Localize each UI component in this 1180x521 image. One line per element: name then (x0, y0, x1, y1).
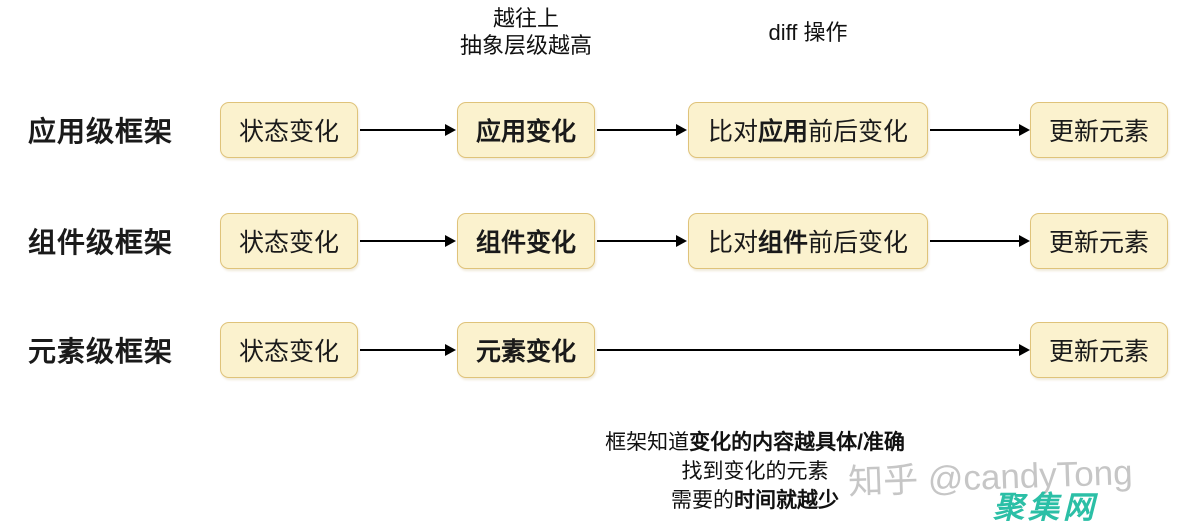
conclusion-line1-bold: 变化的内容越具体/准确 (689, 431, 905, 454)
row-label-element: 元素级框架 (28, 336, 174, 367)
abstraction-note-line1: 越往上 (492, 6, 559, 31)
state-change-box: 状态变化 (220, 322, 358, 378)
diff-component-box: 比对组件前后变化 (688, 213, 928, 269)
state-change-box: 状态变化 (220, 213, 358, 269)
conclusion-line2: 找到变化的元素 (681, 460, 829, 483)
site-logo-watermark: 聚集网 (993, 490, 1098, 521)
diff-box-suffix: 前后变化 (808, 229, 909, 257)
abstraction-note: 越往上 抽象层级越高 (376, 5, 676, 59)
arrow (930, 235, 1030, 247)
update-element-box: 更新元素 (1030, 102, 1168, 158)
diff-box-bold: 应用 (757, 118, 808, 146)
arrow (360, 124, 456, 136)
arrow (597, 124, 687, 136)
diff-box-prefix: 比对 (707, 118, 758, 146)
conclusion-text: 框架知道变化的内容越具体/准确 找到变化的元素 需要的时间就越少 (505, 428, 1005, 515)
arrow (930, 124, 1030, 136)
state-change-box: 状态变化 (220, 102, 358, 158)
app-change-box: 应用变化 (457, 102, 595, 158)
row-label-component: 组件级框架 (28, 227, 174, 258)
diff-box-suffix: 前后变化 (808, 118, 909, 146)
update-element-box: 更新元素 (1030, 213, 1168, 269)
element-change-box: 元素变化 (457, 322, 595, 378)
row-label-application: 应用级框架 (28, 116, 174, 147)
arrow (360, 235, 456, 247)
conclusion-line3-normal: 需要的 (671, 489, 734, 512)
arrow (597, 235, 687, 247)
diff-operation-note: diff 操作 (768, 20, 848, 45)
component-framework-row: 组件级框架 状态变化 组件变化 比对组件前后变化 更新元素 (0, 213, 1180, 269)
element-framework-row: 元素级框架 状态变化 元素变化 更新元素 (0, 322, 1180, 378)
application-framework-row: 应用级框架 状态变化 应用变化 比对应用前后变化 更新元素 (0, 102, 1180, 158)
long-arrow (597, 344, 1030, 356)
diff-box-prefix: 比对 (707, 229, 758, 257)
conclusion-line1-normal: 框架知道 (605, 431, 690, 454)
diff-app-box: 比对应用前后变化 (688, 102, 928, 158)
diff-box-bold: 组件 (757, 229, 808, 257)
update-element-box: 更新元素 (1030, 322, 1168, 378)
arrow (360, 344, 456, 356)
abstraction-note-line2: 抽象层级越高 (459, 33, 592, 58)
component-change-box: 组件变化 (457, 213, 595, 269)
conclusion-line1: 框架知道变化的内容越具体/准确 (505, 428, 1005, 457)
conclusion-line3: 需要的时间就越少 (505, 486, 1005, 515)
conclusion-line3-bold: 时间就越少 (734, 489, 839, 512)
